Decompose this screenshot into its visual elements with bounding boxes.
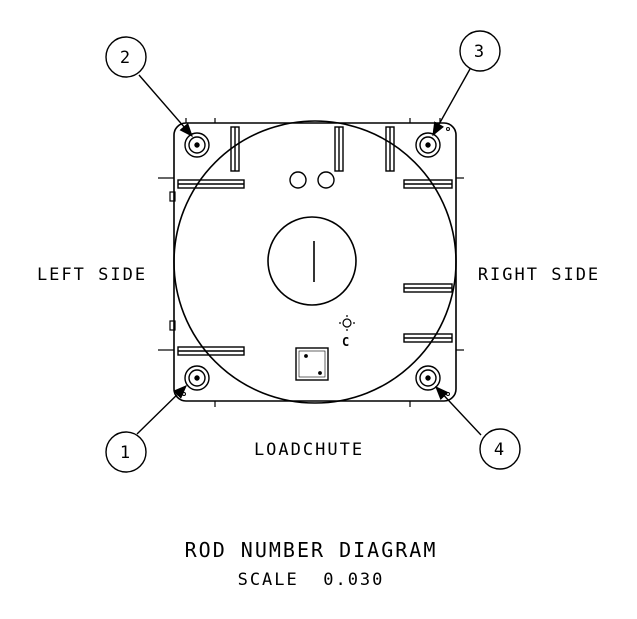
edge-ticks	[185, 118, 441, 407]
rod-balloon-4: 4	[479, 428, 521, 470]
access-plate	[295, 347, 329, 381]
leader-3	[432, 68, 471, 137]
platform-outline	[173, 120, 457, 404]
loadchute-label: LOADCHUTE	[254, 440, 364, 460]
leader-2	[138, 74, 193, 138]
rod-number-2: 2	[120, 48, 132, 68]
rod-number-3: 3	[474, 42, 486, 62]
rod-balloon-1: 1	[105, 431, 147, 473]
leader-lines	[136, 68, 482, 436]
rod-number-4: 4	[494, 440, 506, 460]
rod-balloon-3: 3	[459, 30, 501, 72]
diagram-scale: SCALE 0.030	[238, 570, 385, 590]
right-side-label: RIGHT SIDE	[478, 265, 600, 285]
center-mark-label: C	[342, 335, 351, 349]
rod-socket-1	[184, 365, 210, 391]
turntable-circle	[173, 120, 457, 404]
leader-1	[136, 385, 188, 435]
diagram-title: ROD NUMBER DIAGRAM	[185, 538, 438, 562]
leader-4	[435, 385, 482, 436]
center-hub	[267, 216, 357, 306]
rod-balloon-2: 2	[105, 36, 147, 78]
upper-holes	[289, 171, 335, 189]
rod-socket-2	[184, 132, 210, 158]
rod-number-1: 1	[120, 443, 132, 463]
side-tabs	[158, 177, 464, 351]
rail-brackets	[177, 179, 453, 356]
rod-socket-4	[415, 365, 441, 391]
left-side-label: LEFT SIDE	[37, 265, 147, 285]
vertical-brackets	[230, 126, 395, 172]
rod-socket-3	[415, 132, 441, 158]
center-mark-icon	[339, 315, 355, 331]
